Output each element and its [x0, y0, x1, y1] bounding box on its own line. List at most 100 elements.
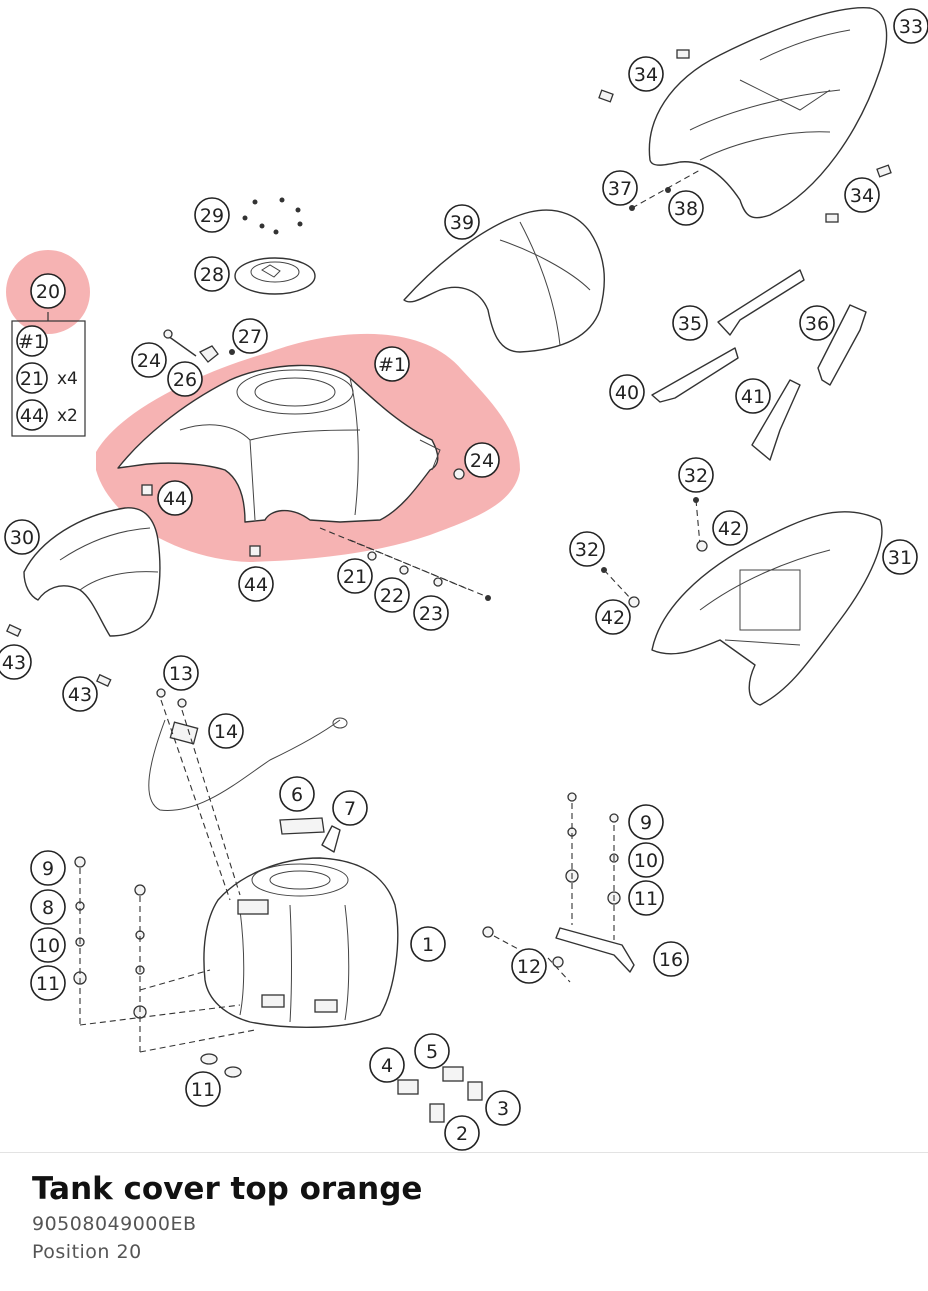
- callout-38[interactable]: 38: [668, 190, 704, 226]
- callout-42-bottom[interactable]: 42: [595, 599, 631, 635]
- svg-text:10: 10: [634, 850, 658, 872]
- bracket-7: [321, 825, 341, 853]
- svg-text:34: 34: [850, 185, 874, 207]
- legend-qty-21: x4: [57, 369, 78, 389]
- rubber-11: [200, 1053, 242, 1078]
- svg-text:39: 39: [450, 212, 474, 234]
- callout-9-left[interactable]: 9: [30, 850, 66, 886]
- legend-ref-21[interactable]: 21: [16, 362, 48, 394]
- callout-13[interactable]: 13: [163, 655, 199, 691]
- svg-text:29: 29: [200, 205, 224, 227]
- svg-text:42: 42: [718, 518, 742, 540]
- callout-41[interactable]: 41: [735, 378, 771, 414]
- svg-text:6: 6: [291, 784, 303, 806]
- svg-text:43: 43: [2, 652, 26, 674]
- callout-9-right[interactable]: 9: [628, 804, 664, 840]
- callout-44-a[interactable]: 44: [157, 480, 193, 516]
- callout-20-label: 20: [36, 281, 60, 303]
- callout-3[interactable]: 3: [485, 1090, 521, 1126]
- fuel-tank-1: [203, 857, 399, 1029]
- callout-30[interactable]: 30: [4, 519, 40, 555]
- callout-22[interactable]: 22: [374, 577, 410, 613]
- callout-42-top[interactable]: 42: [712, 510, 748, 546]
- clips-43: [6, 623, 112, 688]
- bolt-26-24: [163, 329, 197, 357]
- callout-10-left[interactable]: 10: [30, 927, 66, 963]
- svg-text:32: 32: [684, 465, 708, 487]
- callout-5[interactable]: 5: [414, 1033, 450, 1069]
- callout-34-top[interactable]: 34: [628, 56, 664, 92]
- screw-27: [198, 345, 235, 363]
- callout-10-right[interactable]: 10: [628, 842, 664, 878]
- svg-text:23: 23: [419, 603, 443, 625]
- svg-text:35: 35: [678, 313, 702, 335]
- callout-43-right[interactable]: 43: [62, 676, 98, 712]
- part-title: Tank cover top orange: [32, 1171, 423, 1207]
- tank-mounting-left: [73, 856, 256, 1053]
- bolts-21-22-23: [319, 527, 491, 601]
- callout-23[interactable]: 23: [413, 595, 449, 631]
- callout-6[interactable]: 6: [279, 776, 315, 812]
- side-cover-30: [23, 507, 161, 637]
- tank-cover-1: [117, 364, 441, 523]
- part-number: 90508049000EB: [32, 1213, 197, 1235]
- callout-40[interactable]: 40: [609, 374, 645, 410]
- callout-1-tank[interactable]: 1: [410, 926, 446, 962]
- pads-2-5: [397, 1066, 483, 1123]
- callout-24-left[interactable]: 24: [131, 342, 167, 378]
- callout-34-right[interactable]: 34: [844, 177, 880, 213]
- callout-11-bottom[interactable]: 11: [185, 1071, 221, 1107]
- callout-39[interactable]: 39: [444, 204, 480, 240]
- callout-14[interactable]: 14: [208, 713, 244, 749]
- callout-8[interactable]: 8: [30, 889, 66, 925]
- callout-20[interactable]: 20: [30, 273, 66, 309]
- callout-24-right[interactable]: 24: [464, 442, 500, 478]
- svg-text:24: 24: [470, 450, 494, 472]
- callout-28[interactable]: 28: [194, 256, 230, 292]
- rear-frame-31: [651, 511, 883, 706]
- svg-text:2: 2: [456, 1123, 468, 1145]
- callout-36[interactable]: 36: [799, 305, 835, 341]
- svg-text:38: 38: [674, 198, 698, 220]
- svg-text:24: 24: [137, 350, 161, 372]
- callout-2[interactable]: 2: [444, 1115, 480, 1151]
- legend-ref-44[interactable]: 44: [16, 399, 48, 431]
- svg-text:8: 8: [42, 897, 54, 919]
- svg-text:3: 3: [497, 1098, 509, 1120]
- callout-12[interactable]: 12: [511, 948, 547, 984]
- callout-1-cover[interactable]: #1: [374, 346, 410, 382]
- vent-hose-14: [148, 717, 348, 811]
- callout-11-right[interactable]: 11: [628, 880, 664, 916]
- svg-text:32: 32: [575, 539, 599, 561]
- callout-11-left[interactable]: 11: [30, 965, 66, 1001]
- callout-44-b[interactable]: 44: [238, 566, 274, 602]
- rear-seat-33: [648, 7, 888, 219]
- pad-6: [279, 817, 325, 835]
- bolts-37-38: [629, 169, 701, 211]
- callout-7[interactable]: 7: [332, 790, 368, 826]
- svg-text:44: 44: [163, 488, 187, 510]
- callout-43-left[interactable]: 43: [0, 644, 32, 680]
- svg-text:41: 41: [741, 386, 765, 408]
- callout-27[interactable]: 27: [232, 318, 268, 354]
- svg-text:11: 11: [191, 1079, 215, 1101]
- callout-31[interactable]: 31: [882, 539, 918, 575]
- trim-35: [717, 269, 805, 336]
- svg-text:14: 14: [214, 721, 238, 743]
- callout-32-left[interactable]: 32: [569, 531, 605, 567]
- legend-ref-1[interactable]: #1: [16, 325, 48, 357]
- callout-32-top[interactable]: 32: [678, 457, 714, 493]
- svg-text:13: 13: [169, 663, 193, 685]
- callout-33[interactable]: 33: [893, 8, 928, 44]
- callout-37[interactable]: 37: [602, 170, 638, 206]
- callout-35[interactable]: 35: [672, 305, 708, 341]
- trim-40: [651, 347, 739, 403]
- svg-text:11: 11: [36, 973, 60, 995]
- screws-29: [242, 197, 303, 235]
- svg-text:12: 12: [517, 956, 541, 978]
- callout-29[interactable]: 29: [194, 197, 230, 233]
- callout-26[interactable]: 26: [167, 361, 203, 397]
- callout-16[interactable]: 16: [653, 941, 689, 977]
- callout-21[interactable]: 21: [337, 558, 373, 594]
- callout-4[interactable]: 4: [369, 1047, 405, 1083]
